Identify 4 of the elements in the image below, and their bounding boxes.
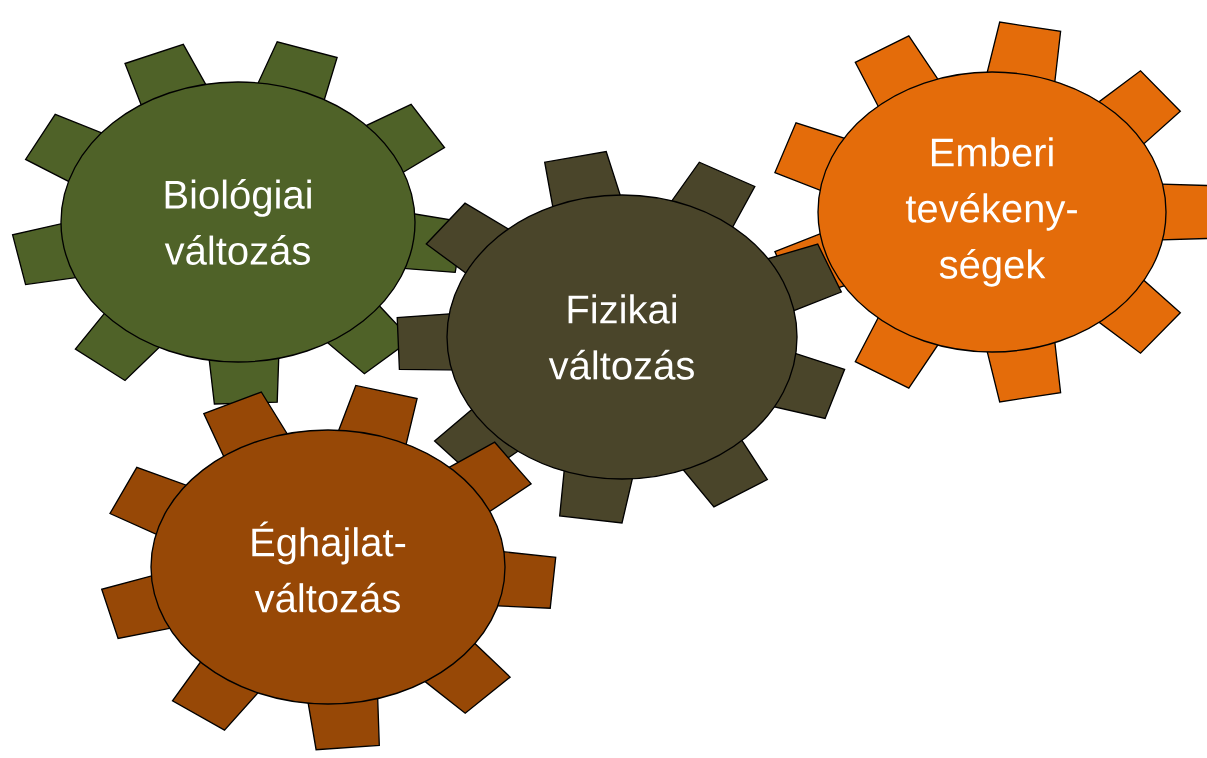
gear: Biológiai változás (11, 41, 465, 405)
gear: Éghajlat- változás (100, 384, 557, 751)
gear: Emberi tevékeny- ségek (774, 21, 1207, 403)
gear: Fizikai változás (396, 150, 846, 524)
